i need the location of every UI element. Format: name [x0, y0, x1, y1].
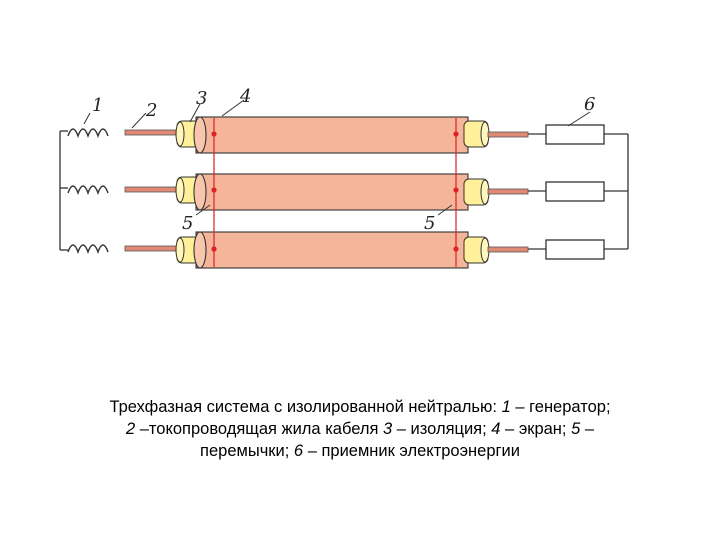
caption-number: 3	[383, 420, 393, 438]
insulation-end-left	[175, 120, 200, 264]
generator-wiring	[59, 130, 68, 251]
caption-text: Трехфазная система с изолированной нейтр…	[109, 398, 502, 416]
caption-number: 1	[501, 398, 511, 416]
insulation-end-right	[463, 120, 490, 264]
caption-number: 6	[293, 442, 304, 460]
generator-coil	[67, 128, 109, 255]
label-insulation: 3	[196, 88, 207, 109]
leader-lines	[83, 99, 591, 216]
caption-number: 2	[125, 420, 136, 438]
cable-screen	[193, 116, 469, 269]
label-core: 2	[145, 100, 157, 121]
label-jumper-left: 5	[182, 213, 193, 234]
caption-line-2: 2 –токопроводящая жила кабеля 3 – изоляц…	[20, 418, 700, 440]
caption-number: 5	[571, 420, 581, 438]
label-screen: 4	[239, 86, 251, 107]
core-conductor-right	[487, 131, 529, 253]
caption-text: –токопроводящая жила кабеля	[135, 420, 383, 438]
figure-caption: Трехфазная система с изолированной нейтр…	[20, 396, 700, 462]
caption-text: – изоляция;	[392, 420, 492, 438]
caption-text: – генератор;	[510, 398, 611, 416]
caption-text: перемычки;	[200, 442, 294, 460]
caption-text: – приемник электроэнергии	[303, 442, 520, 460]
caption-line-1: Трехфазная система с изолированной нейтр…	[20, 396, 700, 418]
receiver	[545, 124, 605, 260]
caption-text: – экран;	[500, 420, 572, 438]
label-jumper-right: 5	[424, 213, 435, 234]
caption-line-3: перемычки; 6 – приемник электроэнергии	[20, 440, 700, 462]
caption-text: –	[580, 420, 595, 438]
receiver-wiring	[528, 133, 629, 250]
label-generator: 1	[92, 95, 103, 116]
core-conductor-left	[124, 129, 178, 252]
label-receiver: 6	[584, 94, 595, 115]
jumper	[211, 118, 459, 267]
caption-number: 4	[491, 420, 501, 438]
